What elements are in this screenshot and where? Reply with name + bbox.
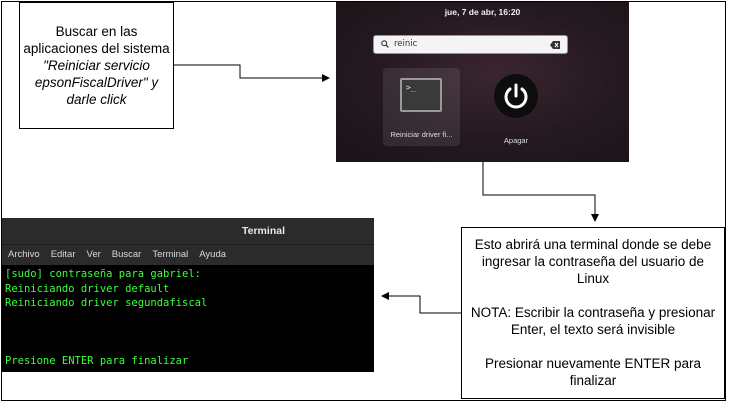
search-icon <box>381 40 389 48</box>
clock-label: jue, 7 de abr, 16:20 <box>444 7 521 17</box>
power-label: Apagar <box>503 136 529 145</box>
app-result-tile[interactable]: >_ Reiniciar driver fi... <box>383 68 460 146</box>
callout-text-line: Linux <box>576 271 610 286</box>
terminal-menubar: Archivo Editar Ver Buscar Terminal Ayuda <box>2 244 374 265</box>
search-query: reinic <box>394 39 418 49</box>
terminal-instruction-callout: Esto abrirá una terminal donde se debe i… <box>461 227 725 399</box>
power-icon <box>504 83 528 109</box>
terminal-app-icon: >_ <box>400 78 442 112</box>
terminal-line: Reiniciando driver segundafiscal <box>5 297 208 309</box>
terminal-line: Presione ENTER para finalizar <box>5 355 189 367</box>
callout-text-line: Esto abrirá una terminal donde se debe <box>474 237 712 252</box>
callout-text-line: ingresar la contraseña del usuario de <box>481 254 705 269</box>
menu-item-buscar[interactable]: Buscar <box>111 249 142 260</box>
menu-item-ayuda[interactable]: Ayuda <box>199 249 227 260</box>
app-tile-label: Reiniciar driver fi... <box>390 130 453 139</box>
terminal-titlebar: Terminal <box>2 218 374 244</box>
terminal-line: [sudo] contraseña para gabriel: <box>5 268 201 280</box>
terminal-output[interactable]: [sudo] contraseña para gabriel: Reinicia… <box>2 265 374 371</box>
arrow-overview-to-callout <box>482 162 599 222</box>
gnome-overview-screenshot: jue, 7 de abr, 16:20 reinic >_ Reiniciar… <box>336 2 629 162</box>
menu-item-ver[interactable]: Ver <box>86 249 101 260</box>
menu-item-archivo[interactable]: Archivo <box>8 249 40 260</box>
callout-text-line: Buscar en las <box>55 24 138 39</box>
callout-text-line: NOTA: Escribir la contraseña y presionar <box>470 305 716 320</box>
callout-text-line: epsonFiscalDriver" y <box>34 75 159 90</box>
clear-icon[interactable] <box>550 41 560 49</box>
menu-item-terminal[interactable]: Terminal <box>152 249 189 260</box>
callout-text-line: finalizar <box>569 373 617 388</box>
callout-text-line: Enter, el texto será invisible <box>510 322 676 337</box>
terminal-title: Terminal <box>242 225 285 237</box>
arrow-callout-to-terminal <box>381 292 461 314</box>
callout-text-line: Presionar nuevamente ENTER para <box>484 356 702 371</box>
power-button[interactable] <box>494 74 538 118</box>
terminal-line: Reiniciando driver default <box>5 282 170 295</box>
callout-text-line: darle click <box>66 92 127 107</box>
callout-text-line: "Reiniciar servicio <box>43 58 150 73</box>
callout-text-line: aplicaciones del sistema <box>23 41 170 56</box>
search-input[interactable]: reinic <box>373 35 568 54</box>
arrow-search-to-overview <box>174 64 330 82</box>
search-instruction-callout: Buscar en las aplicaciones del sistema "… <box>19 2 174 129</box>
menu-item-editar[interactable]: Editar <box>50 249 76 260</box>
terminal-window: Terminal Archivo Editar Ver Buscar Termi… <box>2 218 374 372</box>
